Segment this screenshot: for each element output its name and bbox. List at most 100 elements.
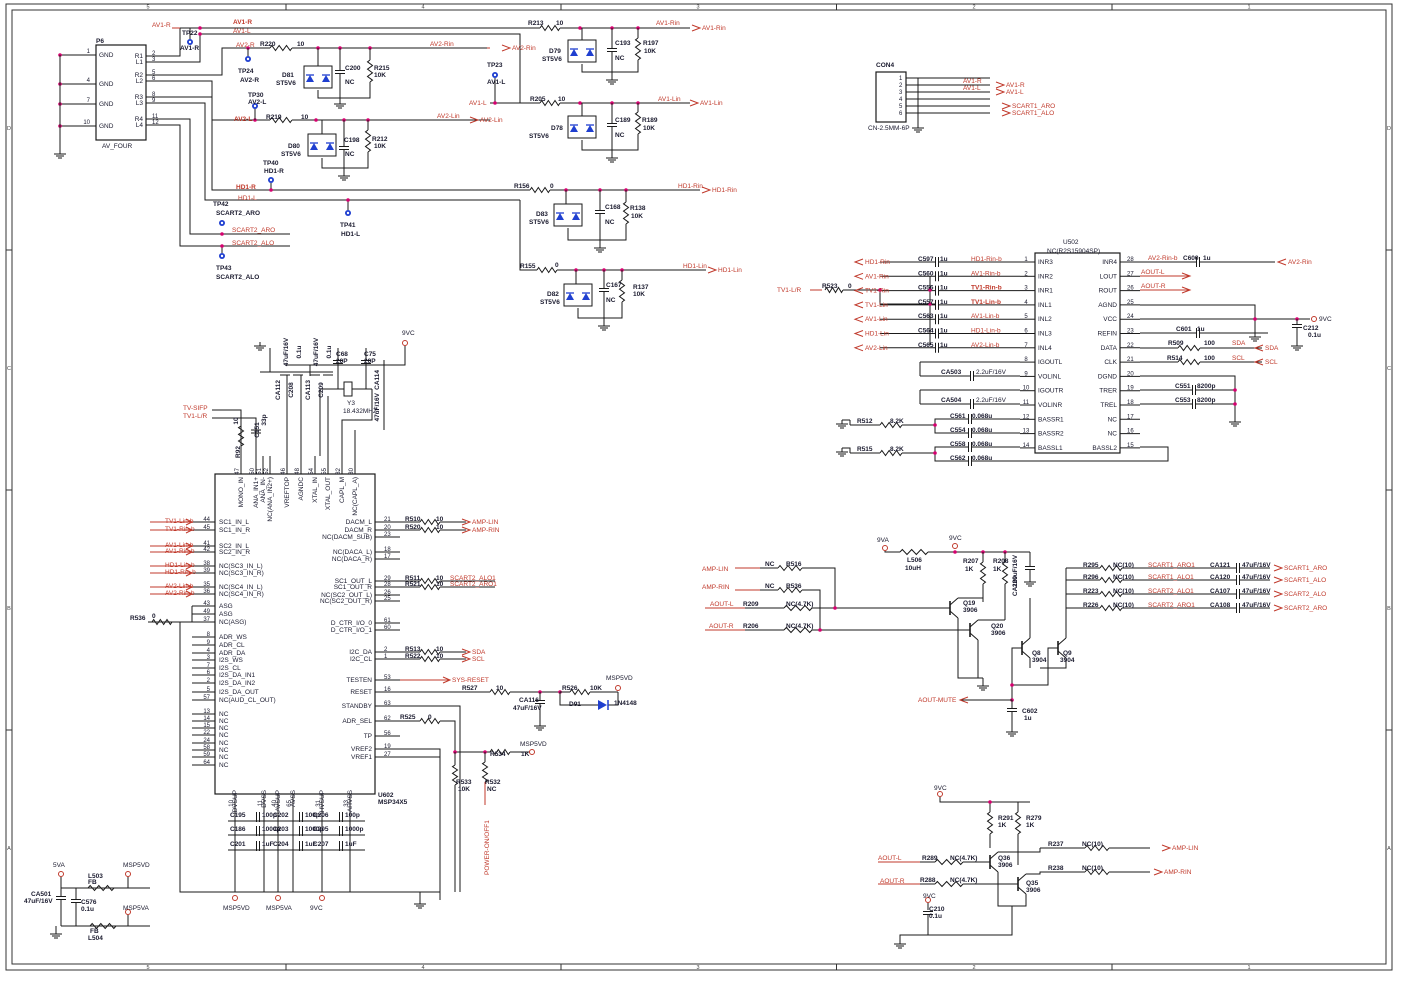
- pin-label: INL2: [1038, 316, 1052, 323]
- ref: R296: [1083, 574, 1099, 581]
- value: 3906: [991, 630, 1006, 637]
- net-arrow-icon: [995, 88, 1006, 96]
- ref: R520: [405, 524, 421, 531]
- pin-label: NC(DACA_L): [333, 549, 372, 556]
- ic-u502: [1034, 252, 1121, 454]
- ref: R213: [528, 20, 544, 27]
- resistor-r515: [879, 449, 903, 457]
- tp-net: AV2-L: [248, 99, 266, 106]
- junction-dot: [269, 188, 273, 192]
- resistor: [1099, 590, 1123, 598]
- pin-number: 16: [1127, 429, 1134, 435]
- ref: R527: [462, 685, 478, 692]
- resistor-r525: [419, 717, 441, 725]
- diode-icon: [566, 293, 574, 300]
- wire: [998, 848, 1041, 853]
- pin-number: 6: [207, 670, 211, 676]
- wire: [321, 158, 344, 169]
- pin-label: ANA_IN-: [260, 477, 267, 503]
- value: 10: [297, 41, 305, 48]
- pin-number: 4: [87, 78, 91, 84]
- wire: [958, 597, 984, 602]
- wire: [400, 705, 461, 892]
- ref: C204: [273, 841, 289, 848]
- power-port: [529, 749, 535, 755]
- ref: L504: [88, 935, 103, 942]
- pin-label: IGOUTR: [1038, 388, 1064, 395]
- power-label: 9VC: [923, 893, 936, 900]
- power-label: MSP5VD: [606, 675, 633, 682]
- zone-label: B: [7, 606, 11, 612]
- resistor: [419, 583, 441, 591]
- ref: CA108: [1210, 602, 1231, 609]
- net-ampr: AMP-RIN: [1164, 869, 1192, 876]
- value: ST5V6: [529, 219, 549, 226]
- resistor: [1099, 604, 1123, 612]
- pin-number: 6: [899, 111, 903, 117]
- wire: [802, 589, 821, 630]
- ref: CA121: [1210, 562, 1231, 569]
- pin-number: 26: [384, 590, 391, 596]
- ref: R295: [1083, 562, 1099, 569]
- resistor-r514: [1177, 358, 1201, 366]
- net-av1rin: AV1-Rin: [656, 20, 680, 27]
- test-point-icon: [346, 211, 350, 215]
- pin-number: 22: [203, 730, 210, 736]
- junction-dot: [314, 118, 318, 122]
- pin-label: DVSS: [261, 789, 268, 807]
- net-arrow-icon: [185, 583, 194, 591]
- value: 1u: [1203, 255, 1211, 262]
- transistor-q35: [1017, 873, 1027, 882]
- pin-label: NC(DACA_R): [332, 556, 372, 563]
- wire: [928, 906, 1013, 936]
- ref: CA107: [1210, 588, 1231, 595]
- junction-dot: [1010, 683, 1014, 687]
- ref: C563: [918, 313, 934, 320]
- pin-label: NC(ANA_IN2+): [267, 477, 274, 522]
- tp-net: SCART2_ARO: [216, 210, 260, 217]
- net-av1r: AV1-R: [152, 22, 171, 29]
- pin-number: 36: [203, 589, 210, 595]
- net-input: HD1-Rin: [865, 259, 890, 266]
- ref: CA112: [275, 380, 282, 400]
- net-pin: AV2-Rin-b: [165, 590, 195, 597]
- power-port: [925, 897, 931, 903]
- value: 10: [436, 524, 444, 531]
- zone-label: B: [1387, 606, 1391, 612]
- part-u602: MSP34X5: [378, 799, 408, 806]
- ref-u502: U502: [1063, 239, 1079, 246]
- pin-label: NC: [219, 725, 229, 732]
- pin-number: 33: [344, 799, 350, 806]
- resistor-r238: [1084, 868, 1110, 876]
- net-scart2alo: SCART2_ALO: [232, 240, 274, 247]
- value: 10K: [374, 143, 386, 150]
- value: 1u: [940, 299, 948, 306]
- value: 10uH: [905, 565, 921, 572]
- ref: R526: [562, 685, 578, 692]
- resistor-r156: [529, 186, 551, 194]
- power-port: [232, 895, 238, 901]
- ref: D81: [282, 72, 294, 79]
- net-scart-out: SCART2_ARO: [1284, 605, 1327, 612]
- value: 3906: [963, 607, 978, 614]
- net-arrow-icon: [853, 301, 864, 309]
- power-label: 5VA: [53, 862, 65, 869]
- ref: CA116: [519, 697, 539, 704]
- pin-label: SC2_IN_R: [219, 549, 250, 556]
- wire: [212, 417, 257, 456]
- resistor: [1099, 564, 1123, 572]
- pin-label: AGND: [1098, 302, 1117, 309]
- zone-label: 2: [972, 5, 975, 11]
- net-arrow-icon: [501, 44, 512, 52]
- value: 0.068u: [972, 455, 992, 462]
- pin-label: REFIN: [1098, 331, 1118, 338]
- pin-label: AVSS: [290, 789, 297, 807]
- transistor-q20: [969, 632, 979, 641]
- pin-number: 48: [295, 467, 301, 474]
- pin-number: 15: [1127, 443, 1134, 449]
- wire: [843, 289, 935, 305]
- ref: C601: [1176, 326, 1192, 333]
- pin-number: 3: [899, 90, 903, 96]
- wire: [166, 47, 270, 76]
- value: 1u: [1024, 715, 1032, 722]
